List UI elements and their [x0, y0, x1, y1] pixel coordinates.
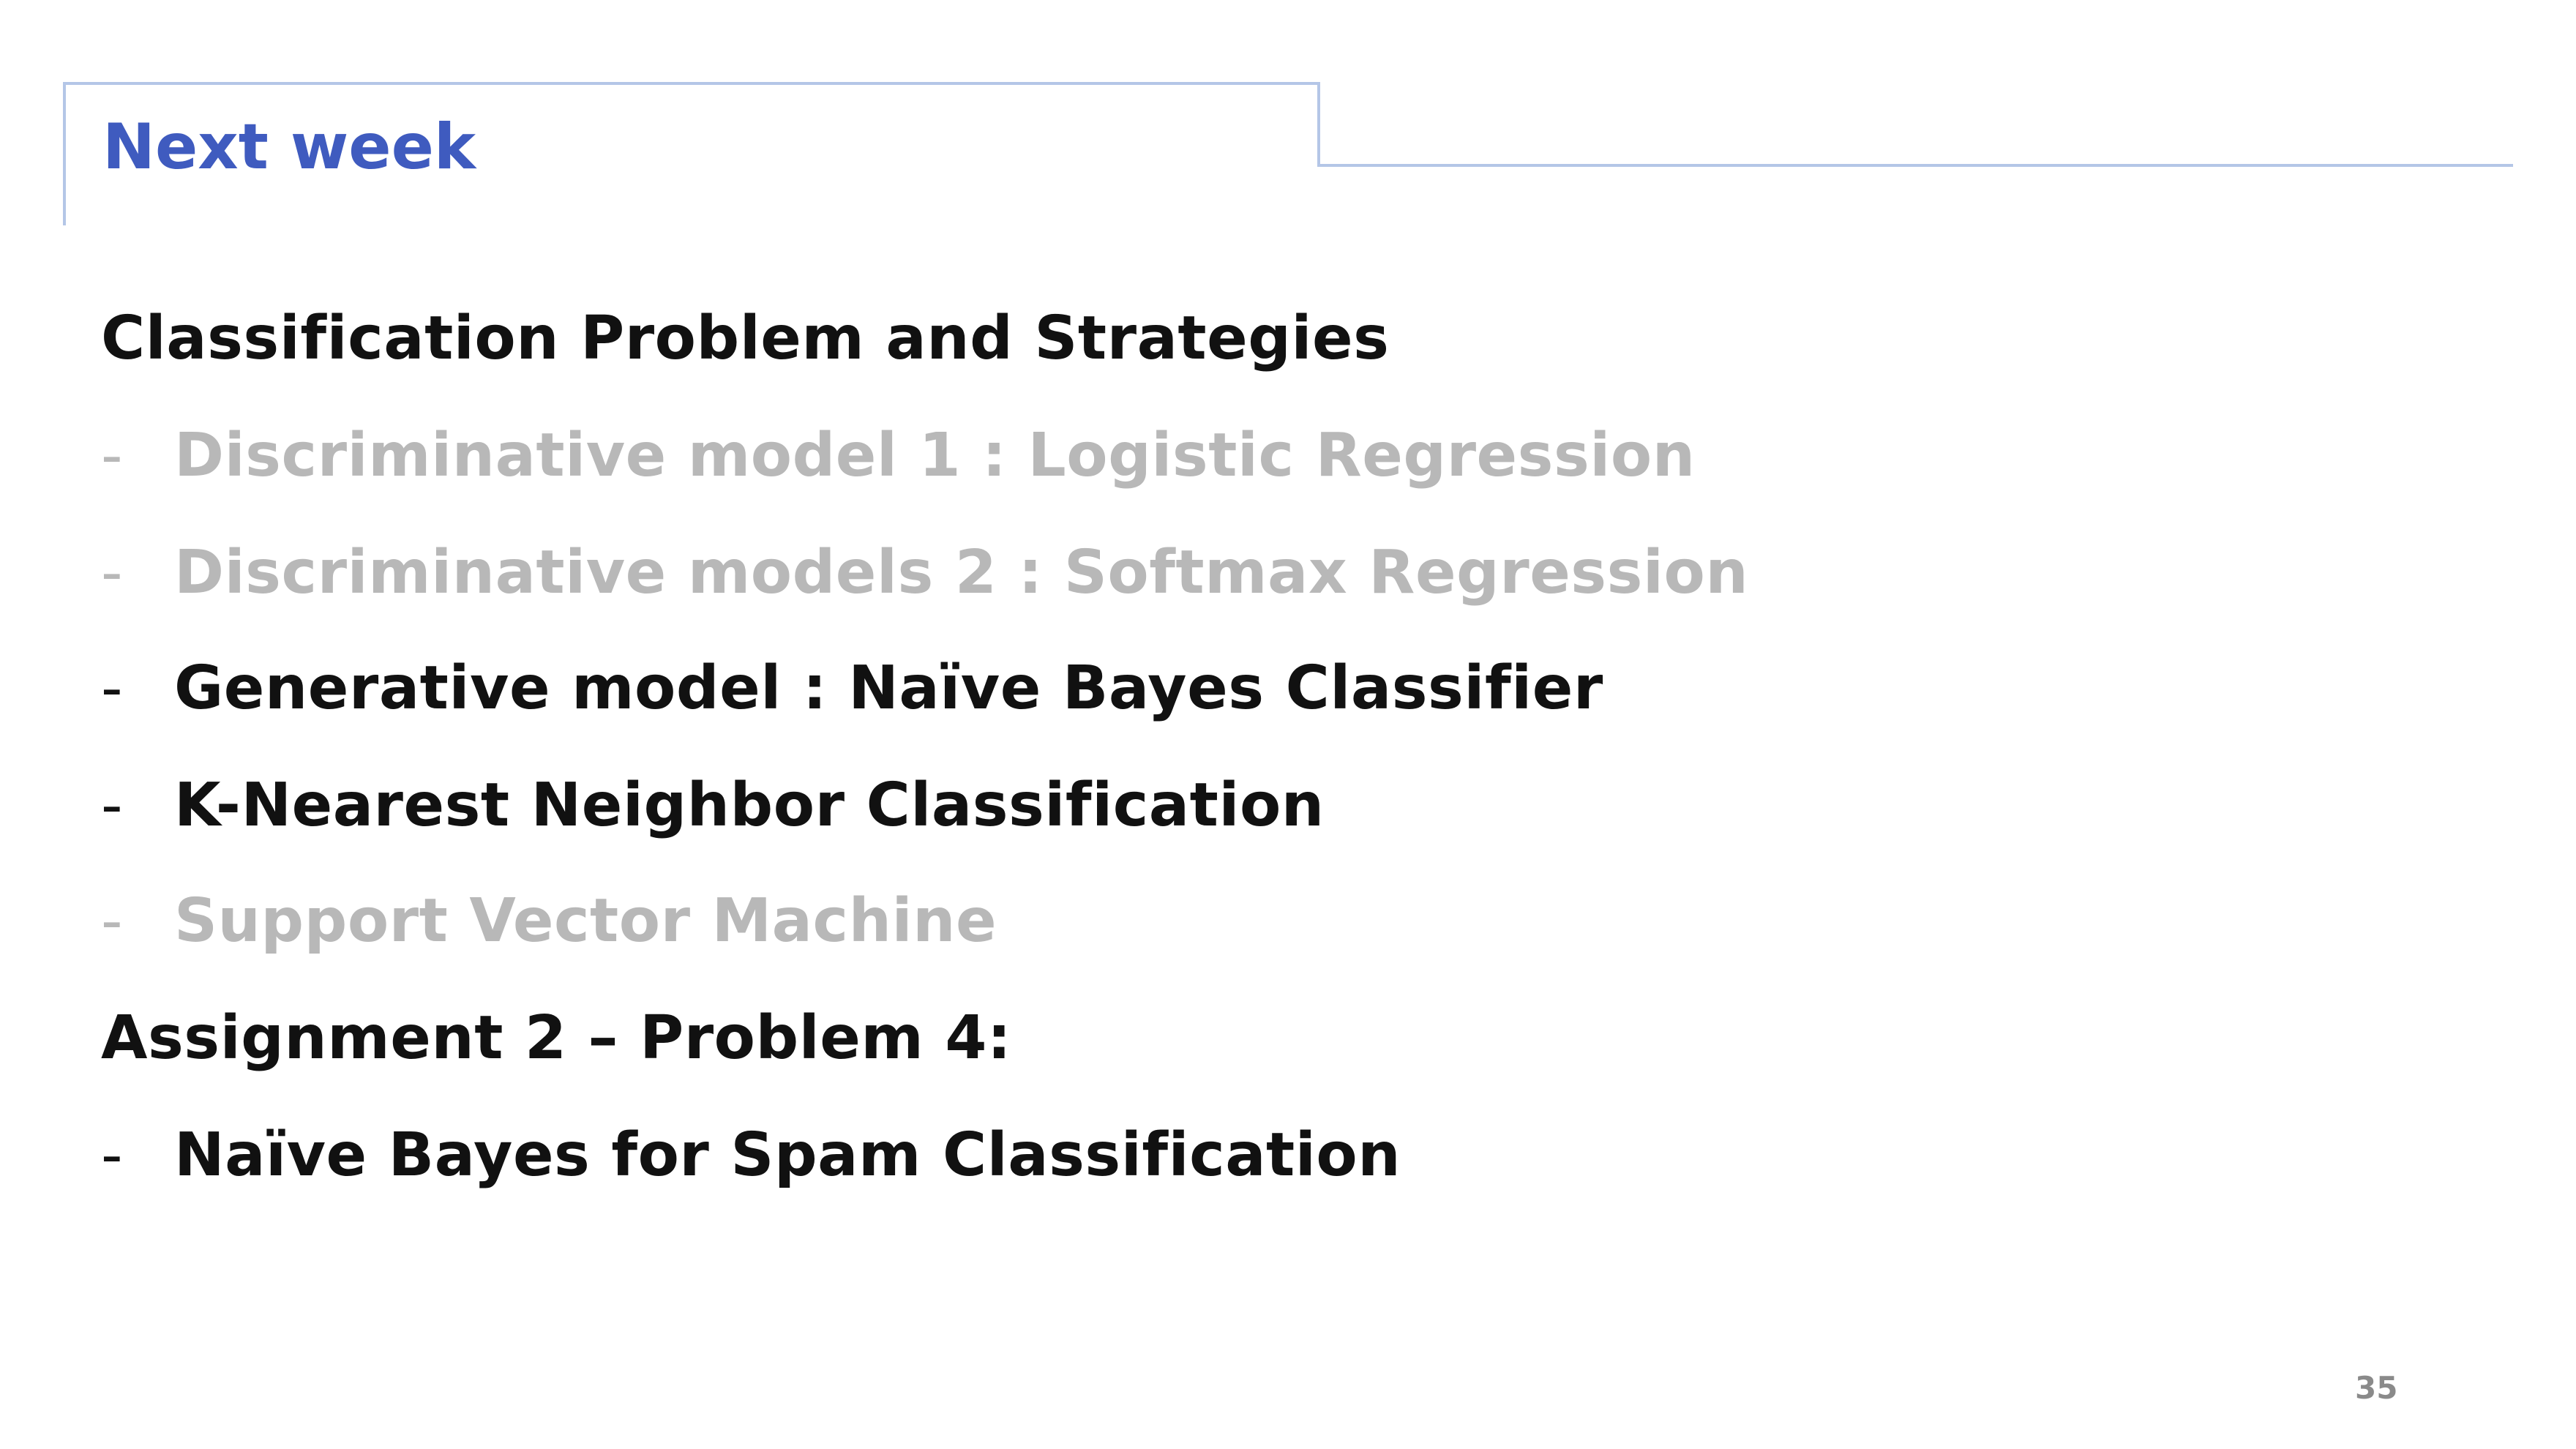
heading-text: Assignment 2 – Problem 4:	[101, 1003, 1012, 1073]
bullet-logistic-regression: -Discriminative model 1 : Logistic Regre…	[101, 426, 1696, 486]
title-frame-right	[1317, 164, 2513, 167]
bullet-softmax-regression: -Discriminative models 2 : Softmax Regre…	[101, 543, 1748, 603]
heading-assignment: Assignment 2 – Problem 4:	[101, 1008, 1011, 1068]
bullet-text: K-Nearest Neighbor Classification	[174, 771, 1325, 840]
bullet-knn-classification: -K-Nearest Neighbor Classification	[101, 776, 1325, 836]
bullet-dash: -	[101, 654, 124, 723]
bullet-dash: -	[101, 886, 124, 956]
bullet-dash: -	[101, 538, 124, 607]
heading-text: Classification Problem and Strategies	[101, 304, 1390, 373]
heading-classification: Classification Problem and Strategies	[101, 309, 1389, 369]
bullet-spam-classification: -Naïve Bayes for Spam Classification	[101, 1126, 1401, 1186]
bullet-text: Discriminative model 1 : Logistic Regres…	[174, 421, 1696, 490]
title-frame-step	[1317, 82, 1320, 167]
bullet-text: Discriminative models 2 : Softmax Regres…	[174, 538, 1749, 607]
bullet-naive-bayes-classifier: -Generative model : Naïve Bayes Classifi…	[101, 659, 1603, 719]
bullet-text: Support Vector Machine	[174, 886, 997, 956]
slide-title: Next week	[102, 111, 476, 184]
bullet-text: Generative model : Naïve Bayes Classifie…	[174, 654, 1603, 723]
title-frame-top	[63, 82, 1320, 85]
bullet-dash: -	[101, 421, 124, 490]
title-frame-left	[63, 82, 66, 225]
page-number: 35	[2355, 1370, 2398, 1406]
bullet-dash: -	[101, 1120, 124, 1190]
bullet-text: Naïve Bayes for Spam Classification	[174, 1120, 1401, 1190]
bullet-dash: -	[101, 771, 124, 840]
bullet-support-vector-machine: -Support Vector Machine	[101, 891, 997, 951]
